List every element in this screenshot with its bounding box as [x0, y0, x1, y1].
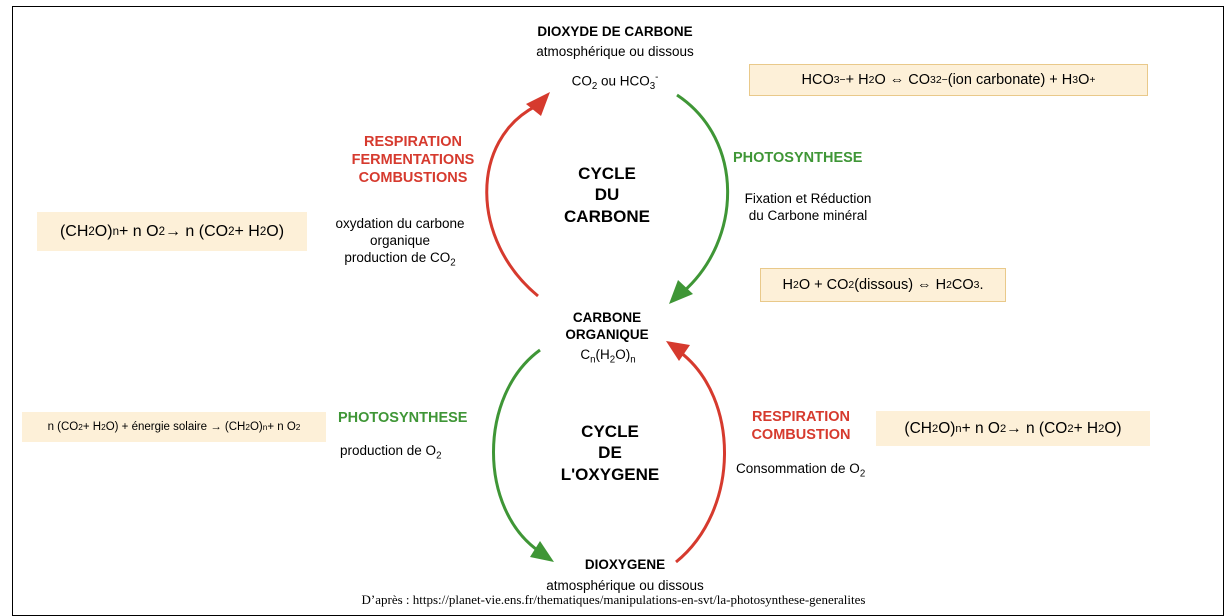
bottom-node-subtitle: atmosphérique ou dissous: [546, 578, 704, 593]
photosynthesis-oxygen-arc: [492, 348, 541, 554]
photosynthesis-carbon-arc: [676, 93, 730, 294]
oxygen-production-description: production de O2: [340, 443, 442, 462]
top-node-subtitle: atmosphérique ou dissous: [536, 44, 694, 59]
organic-carbon-title: CARBONE ORGANIQUE: [565, 310, 649, 342]
carbon-cycle-title: CYCLE DU CARBONE: [564, 164, 650, 226]
fixation-description: Fixation et Réduction du Carbone minéral: [744, 191, 872, 223]
organic-carbon-formula: Cn(H2O)n: [580, 347, 636, 366]
photosynthesis-carbon-label: PHOTOSYNTHESE: [733, 150, 863, 166]
top-node-title: DIOXYDE DE CARBONE: [537, 24, 693, 39]
photosynthesis-carbon-arrowhead: [669, 280, 693, 304]
respiration-oxygen-arrowhead: [666, 341, 690, 361]
respiration-arrowhead: [526, 92, 550, 116]
photosynthesis-oxygen-arrowhead: [530, 541, 554, 562]
source-credit: D’après : https://planet-vie.ens.fr/them…: [361, 592, 866, 607]
oxygen-cycle-title: CYCLE DE L'OXYGENE: [560, 422, 660, 484]
bottom-node-title: DIOXYGENE: [584, 557, 666, 572]
oxidation-description: oxydation du carbone organique productio…: [335, 216, 465, 269]
respiration-combustion-label: RESPIRATION COMBUSTION: [751, 409, 851, 444]
oxygen-consumption-description: Consommation de O2: [736, 461, 866, 480]
respiration-oxygen-arc: [675, 350, 726, 564]
photosynthesis-oxygen-label: PHOTOSYNTHESE: [338, 410, 468, 426]
top-node-formula: CO2 ou HCO3-: [571, 72, 659, 93]
respiration-arc: [485, 104, 539, 298]
respiration-label: RESPIRATION FERMENTATIONS COMBUSTIONS: [351, 134, 475, 187]
